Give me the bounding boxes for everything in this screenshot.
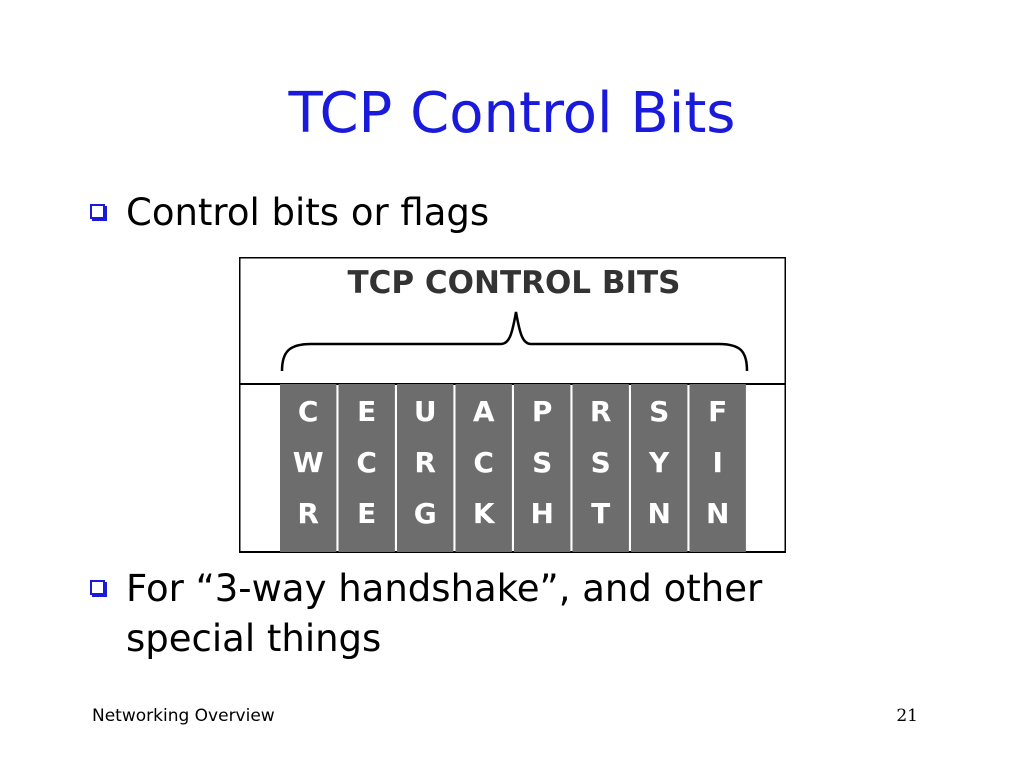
control-bit-letter: G: [414, 497, 437, 530]
control-bit-letter: E: [357, 395, 376, 428]
control-bit-cell: [280, 384, 337, 552]
checkbox-bullet-icon: [90, 204, 105, 219]
control-bit-letter: C: [298, 395, 319, 428]
control-bit-letter: N: [647, 497, 670, 530]
bullet-item: Control bits or flags: [90, 188, 790, 238]
control-bit-letter: W: [293, 446, 324, 479]
slide-number: 21: [896, 706, 918, 726]
control-bit-letter: F: [708, 395, 727, 428]
control-bit-cell: [572, 384, 629, 552]
control-bit-letter: U: [414, 395, 437, 428]
control-bit-letter: K: [473, 497, 496, 530]
tcp-control-bits-svg: TCP CONTROL BITS CWRECEURGACKPSHRSTSYNFI…: [239, 257, 786, 553]
control-bit-letter: C: [473, 446, 494, 479]
control-bit-letter: H: [530, 497, 553, 530]
control-bit-cell: [397, 384, 454, 552]
control-bit-letter: S: [649, 395, 669, 428]
bullet-item: For “3-way handshake”, and other special…: [90, 564, 890, 664]
footer-title: Networking Overview: [92, 706, 275, 726]
control-bit-cell: [338, 384, 395, 552]
slide-title: TCP Control Bits: [288, 81, 736, 146]
control-bit-cell: [455, 384, 512, 552]
control-bit-letter: T: [591, 497, 610, 530]
control-bit-letter: R: [590, 395, 612, 428]
control-bit-letter: E: [357, 497, 376, 530]
checkbox-bullet-icon: [90, 580, 105, 595]
figure-heading: TCP CONTROL BITS: [347, 265, 680, 301]
bullet-text: For “3-way handshake”, and other special…: [126, 567, 763, 660]
control-bit-letter: Y: [648, 446, 670, 479]
control-bit-cell: [631, 384, 688, 552]
control-bit-letter: N: [706, 497, 729, 530]
bullet-text: Control bits or flags: [126, 191, 490, 234]
control-bit-cell: [689, 384, 746, 552]
control-bit-cell: [514, 384, 571, 552]
control-bit-letter: R: [297, 497, 319, 530]
control-bit-letter: S: [591, 446, 611, 479]
control-bit-letter: C: [356, 446, 377, 479]
curly-brace-icon: [280, 311, 749, 372]
control-bit-letter: I: [712, 446, 722, 479]
control-bit-letter: P: [532, 395, 553, 428]
control-bit-letter: S: [532, 446, 552, 479]
control-bit-letter: A: [473, 395, 495, 428]
control-bit-letter: R: [414, 446, 436, 479]
